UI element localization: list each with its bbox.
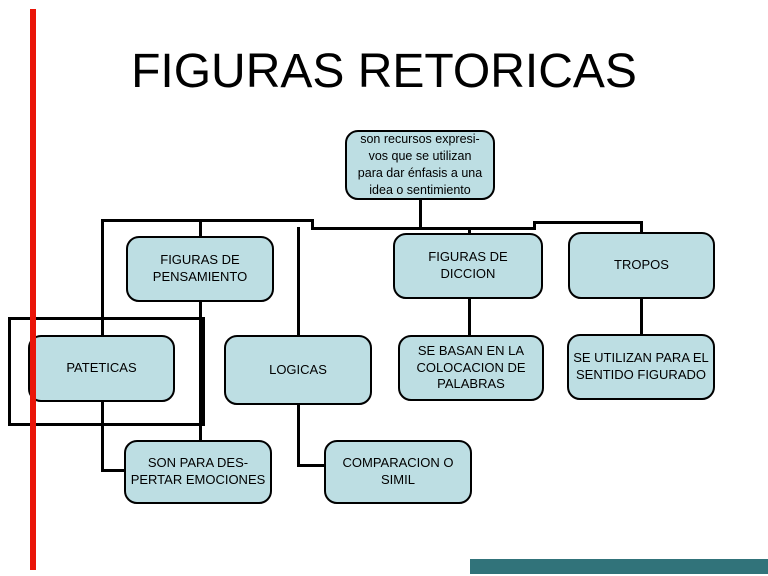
left-accent-bar [30,9,36,570]
node-despertar-emociones: SON PARA DES- PERTAR EMOCIONES [124,440,272,504]
connector-drop-pensamiento [199,219,202,238]
connector-tropos-seutilizan [640,298,643,337]
bottom-accent-bar [470,559,768,574]
node-tropos: TROPOS [568,232,715,299]
node-sentido-figurado: SE UTILIZAN PARA EL SENTIDO FIGURADO [567,334,715,400]
connector-diccion-sebasan [468,298,471,338]
connector-trunk-right [533,221,643,224]
node-pateticas: PATETICAS [28,335,175,402]
connector-pensamiento-sonpara [199,302,202,442]
node-definition-note: son recursos expresi- vos que se utiliza… [345,130,495,200]
connector-drop-tropos [640,221,643,235]
connector-trunk-step1 [311,219,314,230]
page-title: FIGURAS RETORICAS [131,45,637,98]
connector-trunk-step2 [533,221,536,230]
node-figuras-de-diccion: FIGURAS DE DICCION [393,233,543,299]
node-se-basan-colocacion: SE BASAN EN LA COLOCACION DE PALABRAS [398,335,544,401]
node-logicas: LOGICAS [224,335,372,405]
connector-drop-diccion [468,227,471,236]
outline-rectangle-pateticas [8,317,205,426]
node-figuras-de-pensamiento: FIGURAS DE PENSAMIENTO [126,236,274,302]
connector-h-comparacion [297,464,327,467]
connector-trunk-mid [311,227,536,230]
connector-h-sonpara [101,469,131,472]
node-comparacion-o-simil: COMPARACION O SIMIL [324,440,472,504]
connector-trunk-left [101,219,314,222]
connector-info-drop [419,200,422,230]
